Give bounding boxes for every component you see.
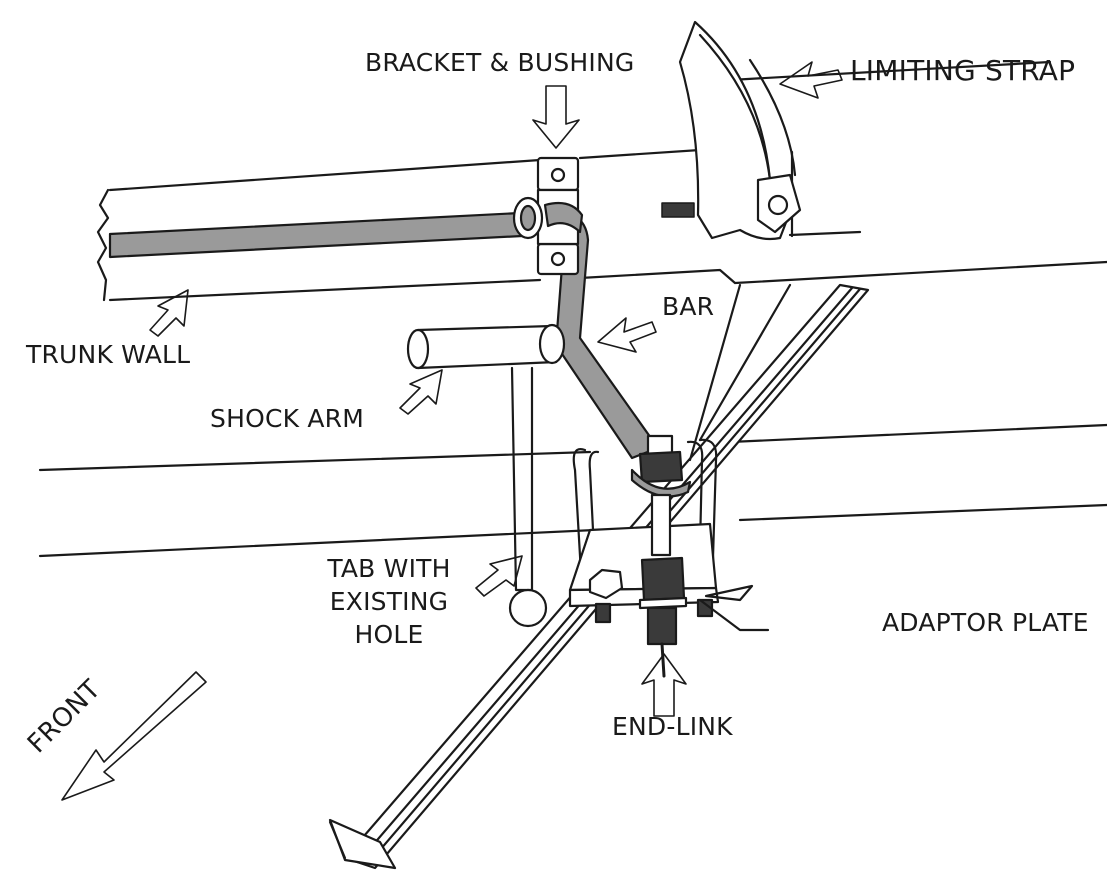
arrow-bar (597, 317, 657, 353)
end-link (630, 434, 692, 678)
bracket-bushing (512, 156, 584, 276)
label-adaptor-plate: ADAPTOR PLATE (882, 608, 1089, 637)
trunk-wall (96, 148, 1107, 302)
label-limiting-strap: LIMITING STRAP (850, 54, 1076, 87)
shock-arm (406, 323, 566, 628)
label-bracket-bushing: BRACKET & BUSHING (365, 48, 635, 77)
arrow-bracket (532, 85, 580, 149)
label-tab-with-existing-hole: TAB WITH EXISTING HOLE (318, 552, 460, 651)
arrow-shock-arm (399, 369, 443, 415)
label-tab-line-3: HOLE (354, 620, 424, 649)
arrow-trunk-wall (149, 289, 189, 337)
u-bolt-clamp (572, 438, 718, 592)
label-tab-line-1: TAB WITH (327, 554, 451, 583)
label-bar: BAR (662, 292, 715, 321)
arrow-front (61, 671, 207, 801)
limiting-strap (661, 20, 802, 241)
annotation-arrows (61, 61, 843, 801)
label-end-link: END-LINK (612, 712, 733, 741)
frame-rails (38, 60, 1107, 558)
arrow-limiting-strap (779, 61, 843, 99)
arrow-tab (475, 555, 523, 597)
label-shock-arm: SHOCK ARM (210, 404, 364, 433)
label-tab-line-2: EXISTING (329, 587, 449, 616)
arrow-end-link (641, 653, 687, 717)
label-trunk-wall: TRUNK WALL (26, 340, 191, 369)
